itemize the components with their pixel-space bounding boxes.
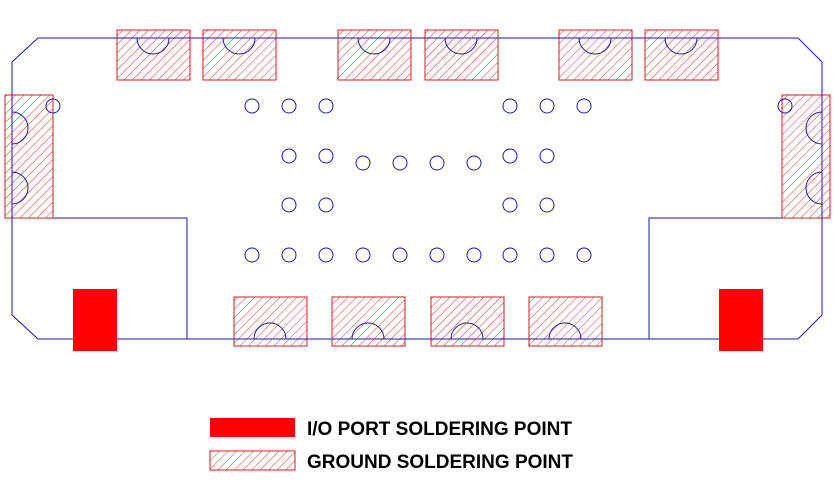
via xyxy=(355,155,371,171)
left-ground-pad xyxy=(4,94,54,219)
via xyxy=(502,197,518,213)
legend-io-swatch xyxy=(210,418,295,437)
legend-ground-label: GROUND SOLDERING POINT xyxy=(307,452,573,473)
via-holes xyxy=(45,98,793,263)
via xyxy=(281,247,297,263)
via xyxy=(244,247,260,263)
board-outline xyxy=(11,37,823,340)
ground-pad xyxy=(202,29,277,81)
via xyxy=(281,98,297,114)
io-port-pad-left xyxy=(73,289,117,351)
via xyxy=(318,148,334,164)
via xyxy=(45,98,61,114)
via xyxy=(466,155,482,171)
via xyxy=(355,247,371,263)
ground-pad xyxy=(430,296,505,347)
via xyxy=(281,148,297,164)
via xyxy=(576,98,592,114)
io-port-pad-right xyxy=(719,289,763,351)
via xyxy=(392,155,408,171)
ground-pad xyxy=(331,296,406,347)
right-ground-pad xyxy=(781,94,831,219)
legend: I/O PORT SOLDERING POINT GROUND SOLDERIN… xyxy=(209,418,573,473)
bottom-ground-pads xyxy=(233,296,603,347)
legend-ground-swatch xyxy=(209,450,296,471)
via xyxy=(502,98,518,114)
via xyxy=(429,247,445,263)
via xyxy=(777,98,793,114)
top-ground-pads xyxy=(116,29,719,81)
via xyxy=(392,247,408,263)
via xyxy=(318,247,334,263)
via xyxy=(281,197,297,213)
via xyxy=(429,155,445,171)
via xyxy=(318,197,334,213)
legend-io-label: I/O PORT SOLDERING POINT xyxy=(307,419,572,440)
ground-pad xyxy=(424,29,499,81)
ground-pad xyxy=(116,29,191,81)
ground-pad xyxy=(233,296,308,347)
via xyxy=(466,247,482,263)
ground-pad xyxy=(644,29,719,81)
via xyxy=(244,98,260,114)
ground-pad xyxy=(337,29,412,81)
via xyxy=(318,98,334,114)
right-port-outline xyxy=(648,217,822,339)
via xyxy=(539,247,555,263)
left-port-outline xyxy=(12,217,188,339)
ground-pad xyxy=(558,29,633,81)
via xyxy=(539,197,555,213)
via xyxy=(576,247,592,263)
via xyxy=(539,98,555,114)
via xyxy=(539,148,555,164)
ground-pad xyxy=(528,296,603,347)
via xyxy=(502,247,518,263)
via xyxy=(502,148,518,164)
